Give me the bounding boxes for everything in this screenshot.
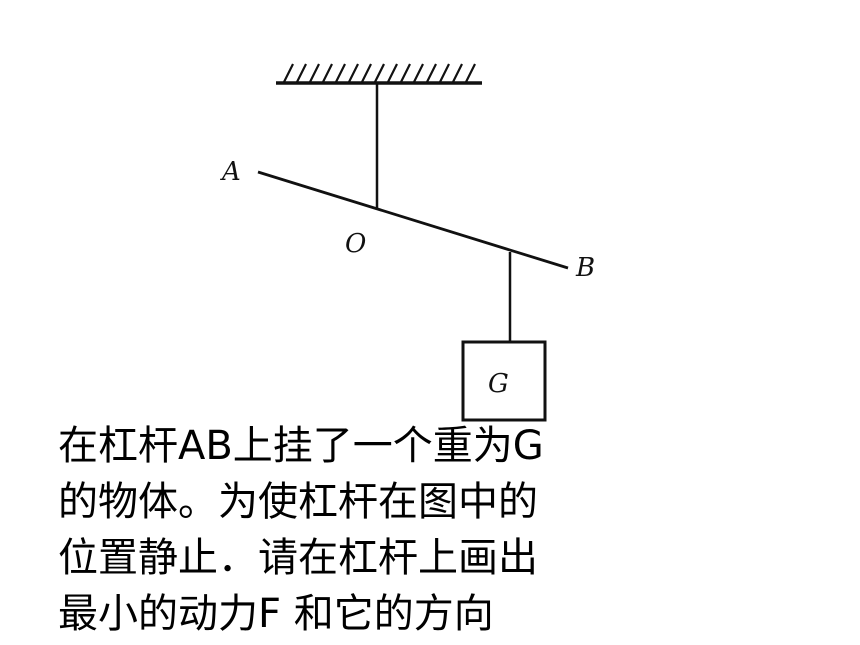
- question-line-4: 最小的动力F 和它的方向: [58, 591, 494, 637]
- hatch-mark: [374, 63, 385, 83]
- weight-block: [461, 340, 547, 422]
- pivot-o-label: O: [345, 229, 366, 259]
- hatch-mark: [452, 63, 463, 83]
- hatch-mark: [413, 63, 424, 83]
- hatch-mark: [426, 63, 437, 83]
- ceiling-support: [276, 63, 482, 85]
- hatch-mark: [322, 63, 333, 83]
- point-a-label: A: [220, 157, 241, 187]
- question-text: 在杠杆AB上挂了一个重为G 的物体。为使杠杆在图中的 位置静止．请在杠杆上画出 …: [58, 418, 618, 642]
- hatch-mark: [348, 63, 359, 83]
- hatch-mark: [309, 63, 320, 83]
- weight-g-label: G: [488, 369, 509, 399]
- hatch-mark: [465, 63, 476, 83]
- hatch-mark: [387, 63, 398, 83]
- question-line-3: 位置静止．请在杠杆上画出: [58, 535, 538, 581]
- hatch-mark: [439, 63, 450, 83]
- hatch-mark: [283, 63, 294, 83]
- lever-rod: [257, 170, 569, 270]
- lever-diagram: A O B G: [220, 63, 595, 422]
- point-b-label: B: [575, 253, 595, 283]
- hatch-mark: [400, 63, 411, 83]
- hatch-mark: [335, 63, 346, 83]
- question-line-1: 在杠杆AB上挂了一个重为G: [58, 423, 544, 469]
- hatch-mark: [361, 63, 372, 83]
- question-line-2: 的物体。为使杠杆在图中的: [58, 479, 538, 525]
- hatch-mark: [296, 63, 307, 83]
